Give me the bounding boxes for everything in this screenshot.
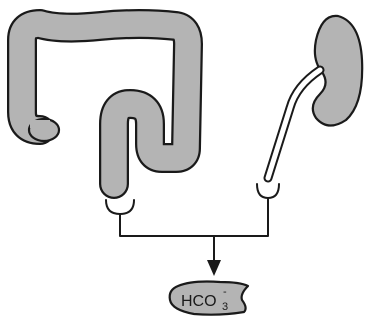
left-connector (120, 214, 214, 236)
colon-illustration (22, 24, 188, 184)
ureter-outline (268, 70, 320, 178)
kidney-illustration (268, 16, 362, 178)
ureter-collector-cup (257, 184, 279, 198)
bicarbonate-symbol: HCO (181, 293, 217, 310)
right-connector (214, 198, 268, 236)
bicarbonate-charge: - (223, 286, 227, 298)
colon-collector-cup (106, 200, 134, 214)
bicarbonate-label: HCO 3 - (170, 282, 248, 315)
down-arrow-head (207, 260, 221, 276)
cecum-join (30, 120, 50, 128)
bicarbonate-subscript: 3 (222, 301, 228, 313)
